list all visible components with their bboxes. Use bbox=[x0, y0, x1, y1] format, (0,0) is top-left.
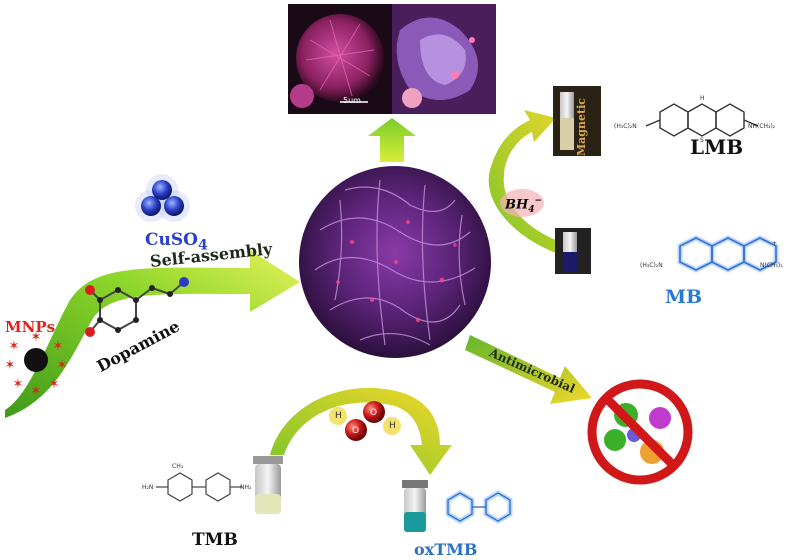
vial-oxtmb bbox=[402, 480, 428, 532]
vial-tmb bbox=[253, 456, 283, 514]
nanoflower bbox=[299, 166, 491, 358]
h2o2-h-left: H bbox=[335, 411, 342, 421]
lmb-molecule bbox=[646, 104, 758, 136]
lmb-top-h: H bbox=[700, 95, 705, 102]
svg-text:✶: ✶ bbox=[13, 377, 24, 392]
mb-label: MB bbox=[665, 286, 702, 308]
svg-text:✶: ✶ bbox=[57, 358, 68, 373]
h2o2-h-right: H bbox=[389, 421, 396, 431]
svg-text:✶: ✶ bbox=[31, 384, 42, 399]
lmb-s-atom: S bbox=[700, 137, 704, 144]
mb-left-group: (H₃C)₂N bbox=[640, 262, 663, 269]
mb-plus: + bbox=[772, 240, 777, 247]
lmb-label: LMB bbox=[690, 135, 743, 159]
oxtmb-label: oxTMB bbox=[414, 540, 477, 559]
tmb-left-group: H₂N bbox=[142, 484, 153, 491]
mb-right-group: N(CH₃)₂ bbox=[760, 262, 783, 269]
lmb-left-group: (H₃C)₂N bbox=[614, 123, 637, 130]
svg-text:✶: ✶ bbox=[49, 377, 60, 392]
cuso4-spheres bbox=[135, 174, 190, 222]
bh4-sub: 4 bbox=[528, 205, 534, 215]
h2o2-o-right: O bbox=[370, 408, 377, 418]
tmb-right-group: NH₂ bbox=[240, 484, 251, 491]
no-bacteria-sign bbox=[592, 384, 688, 480]
scale-bar-label: 5um bbox=[343, 96, 361, 105]
mnp-particle: ✶✶✶ ✶✶ ✶✶✶ bbox=[5, 330, 68, 399]
svg-text:✶: ✶ bbox=[53, 339, 64, 354]
magnetic-label: Magnetic bbox=[575, 98, 588, 156]
h2o2-o-left: O bbox=[352, 426, 359, 436]
tmb-methyl: CH₃ bbox=[172, 463, 183, 470]
tmb-label: TMB bbox=[192, 530, 238, 550]
bh4-sup: − bbox=[535, 196, 543, 206]
tmb-molecule bbox=[156, 473, 242, 501]
up-arrow bbox=[368, 118, 416, 162]
svg-text:✶: ✶ bbox=[5, 358, 16, 373]
svg-text:✶: ✶ bbox=[9, 339, 20, 354]
bh4-label: BH4− bbox=[505, 196, 542, 215]
vial-mb bbox=[555, 228, 591, 274]
bh4-main: BH bbox=[505, 197, 528, 212]
lmb-right-group: NH(CH₃)₂ bbox=[748, 123, 775, 130]
mnps-label: MNPs bbox=[5, 318, 55, 336]
sem-image bbox=[288, 4, 496, 114]
